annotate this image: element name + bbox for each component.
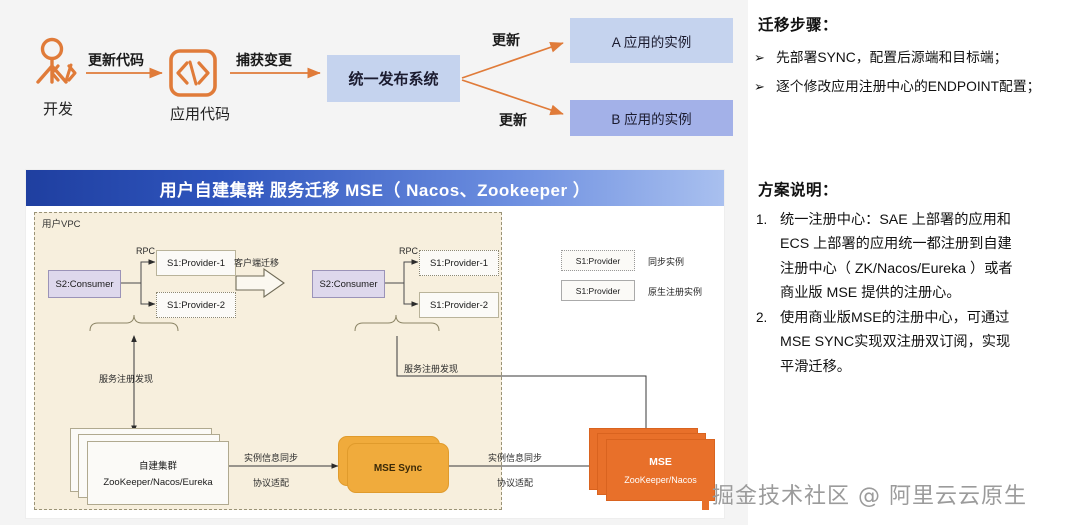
left-consumer-node: S2:Consumer <box>48 270 121 298</box>
list-item: ➢ 先部署SYNC，配置后源端和目标端； <box>754 48 1076 69</box>
watermark-text: 掘金技术社区 @ 阿里云云原生 <box>712 484 1027 509</box>
user-vpc-label: 用户VPC <box>42 219 81 230</box>
sync-label-right-top: 实例信息同步 <box>488 453 543 463</box>
left-rpc-label: RPC <box>136 246 156 256</box>
top-flow-diagram: 开发 应用代码 更新代码 捕获变更 更新 更新 统一发布系统 A 应用的实例 <box>0 0 740 160</box>
text-line: 平滑迁移。 <box>780 358 851 375</box>
unified-release-system-box: 统一发布系统 <box>327 55 460 102</box>
bullet-text: 先部署SYNC，配置后源端和目标端； <box>776 50 1008 65</box>
lower-architecture-diagram: 用户自建集群 服务迁移 MSE（ Nacos、Zookeeper ） 用户VPC <box>26 170 724 518</box>
legend-box-native: S1:Provider <box>561 280 635 301</box>
sync-label-right-bottom: 协议适配 <box>497 478 534 488</box>
list-item: 2. 使用商业版MSE的注册中心，可通过 MSE SYNC实现双注册双订阅，实现… <box>756 306 1078 379</box>
text-line: ECS 上部署的应用统一都注册到自建 <box>780 236 1012 253</box>
text-line: 使用商业版MSE的注册中心，可通过 <box>780 309 1010 326</box>
mse-sync-stack: MSE Sync <box>338 436 458 500</box>
solution-description-title: 方案说明： <box>758 182 839 199</box>
self-built-cluster-card: 自建集群 ZooKeeper/Nacos/Eureka <box>87 441 229 505</box>
arrow-label-update-code: 更新代码 <box>88 52 144 68</box>
list-text: 使用商业版MSE的注册中心，可通过 MSE SYNC实现双注册双订阅，实现 平滑… <box>780 306 1010 379</box>
solution-description-list: 1. 统一注册中心：SAE 上部署的应用和 ECS 上部署的应用统一都注册到自建… <box>756 208 1078 379</box>
migration-steps-title: 迁移步骤： <box>758 17 839 34</box>
right-text-panel: 迁移步骤： ➢ 先部署SYNC，配置后源端和目标端； ➢ 逐个修改应用注册中心的… <box>748 0 1080 525</box>
right-provider-1-node: S1:Provider-1 <box>419 250 499 276</box>
chevron-bullet-icon: ➢ <box>754 50 765 65</box>
diagram-title-bar: 用户自建集群 服务迁移 MSE（ Nacos、Zookeeper ） <box>26 170 724 206</box>
sync-label-left-top: 实例信息同步 <box>244 453 299 463</box>
list-number: 2. <box>756 309 768 325</box>
text-line: 商业版 MSE 提供的注册心。 <box>780 285 961 302</box>
left-provider-2-node: S1:Provider-2 <box>156 292 236 318</box>
arrow-label-capture-change: 捕获变更 <box>236 52 292 68</box>
migration-steps-list: ➢ 先部署SYNC，配置后源端和目标端； ➢ 逐个修改应用注册中心的ENDPOI… <box>754 48 1076 97</box>
top-flow-arrows <box>86 42 564 116</box>
list-item: ➢ 逐个修改应用注册中心的ENDPOINT配置； <box>754 77 1076 98</box>
code-brackets-icon <box>169 49 217 97</box>
text-line: 统一注册中心：SAE 上部署的应用和 <box>780 212 1011 228</box>
code-label: 应用代码 <box>169 106 230 123</box>
mse-card: MSE ZooKeeper/Nacos <box>606 439 715 501</box>
mse-stack: MSE ZooKeeper/Nacos <box>589 428 719 508</box>
list-number: 1. <box>756 212 768 227</box>
client-migration-label: 客户端迁移 <box>234 258 280 268</box>
legend-text-native: 原生注册实例 <box>648 287 703 297</box>
app-a-instance-box: A 应用的实例 <box>570 18 733 63</box>
arrow-label-update-b: 更新 <box>499 112 527 128</box>
developer-label: 开发 <box>42 101 73 118</box>
arrow-label-update-a: 更新 <box>492 32 520 48</box>
text-line: MSE SYNC实现双注册双订阅，实现 <box>780 334 1011 351</box>
diagram-connectors <box>89 259 647 469</box>
self-cluster-subtitle: ZooKeeper/Nacos/Eureka <box>103 477 213 488</box>
developer-person-code-icon <box>36 37 77 84</box>
watermark-accent-bar <box>702 476 709 510</box>
sync-label-left-bottom: 协议适配 <box>253 478 290 488</box>
right-consumer-node: S2:Consumer <box>312 270 385 298</box>
list-text: 统一注册中心：SAE 上部署的应用和 ECS 上部署的应用统一都注册到自建 注册… <box>780 208 1013 306</box>
legend-text-sync: 同步实例 <box>648 257 685 267</box>
mse-title: MSE <box>649 455 672 468</box>
bullet-text: 逐个修改应用注册中心的ENDPOINT配置； <box>776 78 1041 94</box>
right-rpc-label: RPC <box>399 246 419 256</box>
right-discovery-label: 服务注册发现 <box>404 364 459 374</box>
left-discovery-label: 服务注册发现 <box>99 374 154 384</box>
legend-box-sync: S1:Provider <box>561 250 635 271</box>
list-item: 1. 统一注册中心：SAE 上部署的应用和 ECS 上部署的应用统一都注册到自建… <box>756 208 1078 306</box>
chevron-bullet-icon: ➢ <box>754 78 765 94</box>
mse-subtitle: ZooKeeper/Nacos <box>624 474 697 485</box>
app-b-instance-box: B 应用的实例 <box>570 100 733 136</box>
left-provider-1-node: S1:Provider-1 <box>156 250 236 276</box>
right-provider-2-node: S1:Provider-2 <box>419 292 499 318</box>
self-cluster-title: 自建集群 <box>138 461 177 472</box>
mse-sync-card: MSE Sync <box>347 443 449 493</box>
self-built-cluster-stack: 自建集群 ZooKeeper/Nacos/Eureka <box>70 428 230 505</box>
text-line: 注册中心（ ZK/Nacos/Eureka ）或者 <box>780 260 1013 277</box>
